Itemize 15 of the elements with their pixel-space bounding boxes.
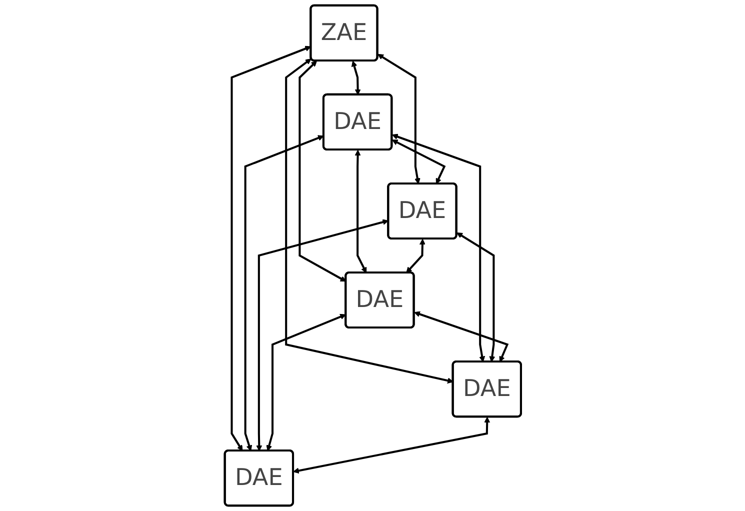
arrow	[354, 150, 366, 274]
arrow	[292, 416, 490, 474]
arrow	[256, 219, 388, 452]
arrow	[392, 134, 485, 362]
arrow	[266, 314, 346, 452]
arrow	[414, 311, 508, 362]
arrow	[392, 140, 446, 184]
arrow	[244, 135, 324, 452]
arrow	[351, 60, 360, 96]
arrow	[456, 232, 495, 362]
arrow	[298, 60, 346, 282]
arrow	[377, 54, 420, 184]
arrow	[406, 238, 426, 274]
arrow	[230, 46, 311, 452]
arrow	[284, 58, 453, 384]
